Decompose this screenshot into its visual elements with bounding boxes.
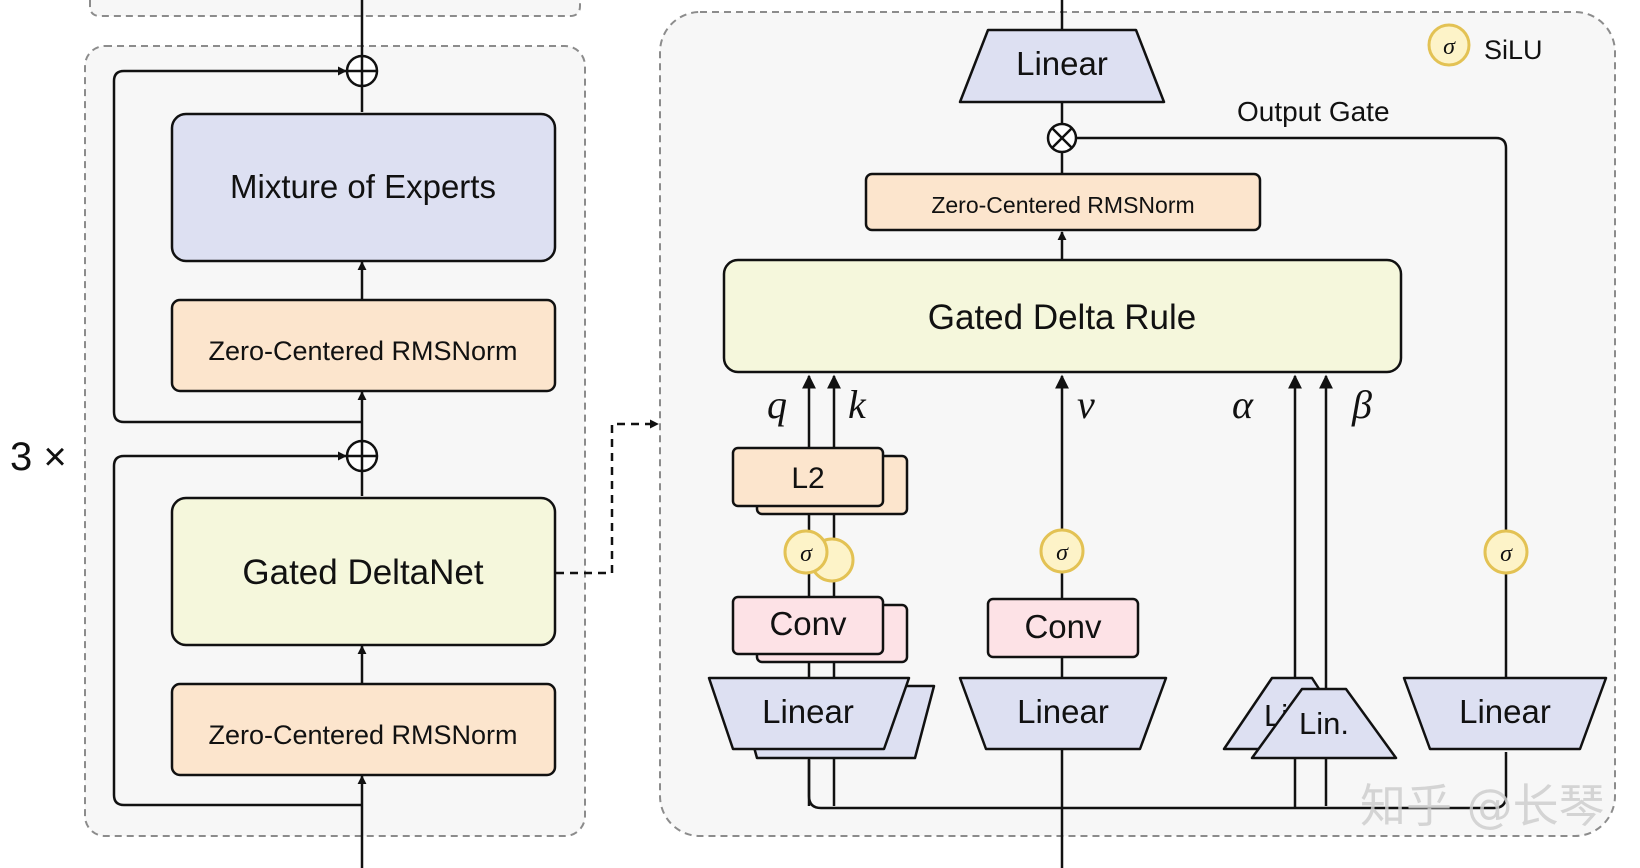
input-bus-right <box>1062 752 1508 810</box>
norm-label-bottom: Zero-Centered RMSNorm <box>208 720 517 750</box>
norm-block-top <box>170 298 557 393</box>
svg-text:σ: σ <box>1500 541 1513 567</box>
gated-deltanet-block <box>170 496 557 647</box>
output-gate-label: Output Gate <box>1237 96 1390 127</box>
sigma-symbol: σ <box>1443 34 1456 60</box>
output-norm-block <box>864 172 1262 232</box>
gated-delta-rule-label: Gated Delta Rule <box>928 298 1196 337</box>
l2-norm-label: L2 <box>791 462 824 495</box>
output-norm-label: Zero-Centered RMSNorm <box>931 192 1194 218</box>
norm-block-bottom <box>170 682 557 777</box>
linear-beta-block <box>1250 687 1398 760</box>
residual-connection-bottom <box>112 451 362 807</box>
multiply-icon <box>1046 122 1078 154</box>
conv-qk-label: Conv <box>769 605 847 642</box>
right-panel: σ SiLU Linear Output Gate Zero-Centered … <box>659 0 1616 868</box>
gated-deltanet-label: Gated DeltaNet <box>242 553 484 592</box>
norm-label-top: Zero-Centered RMSNorm <box>208 336 517 366</box>
sigma-icon <box>1427 23 1471 67</box>
left-panel: 3 × Mixture of Experts Zero-Centered RMS… <box>10 0 659 868</box>
mixture-of-experts-label: Mixture of Experts <box>230 168 496 205</box>
output-linear-block <box>958 28 1166 104</box>
input-bus <box>807 760 1062 810</box>
linear-gate-block <box>1402 676 1608 751</box>
sigma-icon: σ <box>783 529 855 583</box>
sigma-icon: σ <box>1483 529 1529 575</box>
add-icon <box>345 439 379 473</box>
conv-qk-block <box>731 595 885 656</box>
gated-delta-rule-block <box>722 258 1403 374</box>
linear-qk-label: Linear <box>762 693 854 730</box>
linear-v-label: Linear <box>1017 693 1109 730</box>
add-icon <box>345 54 379 88</box>
conv-v-label: Conv <box>1024 608 1102 645</box>
silu-legend: σ SiLU <box>1427 23 1543 67</box>
previous-block-container <box>89 0 581 17</box>
linear-beta-label: Lin. <box>1299 706 1349 741</box>
watermark: 知乎 @长琴 <box>1360 779 1605 833</box>
linear-qk-block <box>707 676 911 751</box>
beta-label: β <box>1351 382 1372 427</box>
k-label: k <box>848 382 867 427</box>
svg-text:σ: σ <box>800 541 813 567</box>
linear-gate-label: Linear <box>1459 693 1551 730</box>
output-linear-label: Linear <box>1016 45 1108 82</box>
mixture-of-experts-block <box>170 112 557 263</box>
conv-v-block <box>986 597 1140 659</box>
alpha-label: α <box>1232 382 1254 427</box>
l2-norm-block <box>731 446 885 508</box>
svg-text:σ: σ <box>1056 540 1069 566</box>
expand-arrow <box>556 419 659 575</box>
silu-legend-label: SiLU <box>1484 35 1543 65</box>
output-gate-line <box>1076 136 1508 678</box>
q-label: q <box>767 382 787 427</box>
sigma-icon: σ <box>1039 528 1085 574</box>
repeat-label: 3 × <box>10 435 67 479</box>
v-label: v <box>1077 382 1095 427</box>
linear-v-block <box>958 676 1168 751</box>
residual-connection-top <box>112 66 362 424</box>
